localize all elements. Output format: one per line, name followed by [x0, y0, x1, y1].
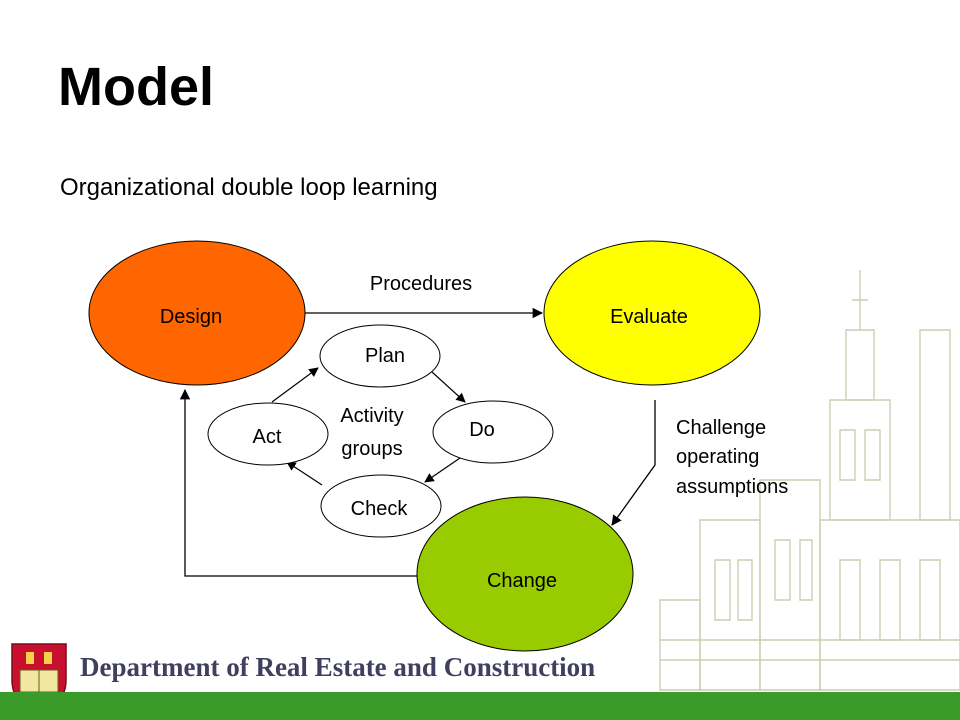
procedures-label: Procedures: [370, 273, 472, 295]
challenge-label-line2: operating: [676, 446, 759, 468]
act-to-plan-arrow: [271, 367, 319, 403]
change-node: [416, 496, 634, 652]
design-node: [88, 240, 306, 386]
change-label: Change: [487, 570, 557, 592]
do-node: [432, 400, 554, 464]
activity-groups-label-line2: groups: [341, 438, 402, 460]
check-node: [320, 474, 442, 538]
department-name: Department of Real Estate and Constructi…: [80, 652, 596, 682]
slide-title: Model: [58, 57, 214, 117]
check-to-act-arrow: [286, 461, 323, 486]
plan-label: Plan: [365, 345, 405, 367]
footer-bar: [0, 692, 960, 720]
challenge-label-line3: assumptions: [676, 476, 788, 498]
challenge-arrow: [611, 400, 656, 526]
evaluate-node: [543, 240, 761, 386]
plan-node: [319, 324, 441, 388]
do-label: Do: [469, 419, 495, 441]
act-node: [207, 402, 329, 466]
do-to-check-arrow: [424, 457, 461, 483]
evaluate-label: Evaluate: [610, 306, 688, 328]
plan-to-do-arrow: [431, 371, 466, 403]
challenge-label-line1: Challenge: [676, 417, 766, 439]
feedback-arrow: [179, 388, 420, 577]
activity-groups-label-line1: Activity: [340, 405, 403, 427]
slide-subtitle: Organizational double loop learning: [60, 174, 438, 201]
design-label: Design: [160, 306, 222, 328]
act-label: Act: [253, 426, 282, 448]
check-label: Check: [351, 498, 409, 520]
